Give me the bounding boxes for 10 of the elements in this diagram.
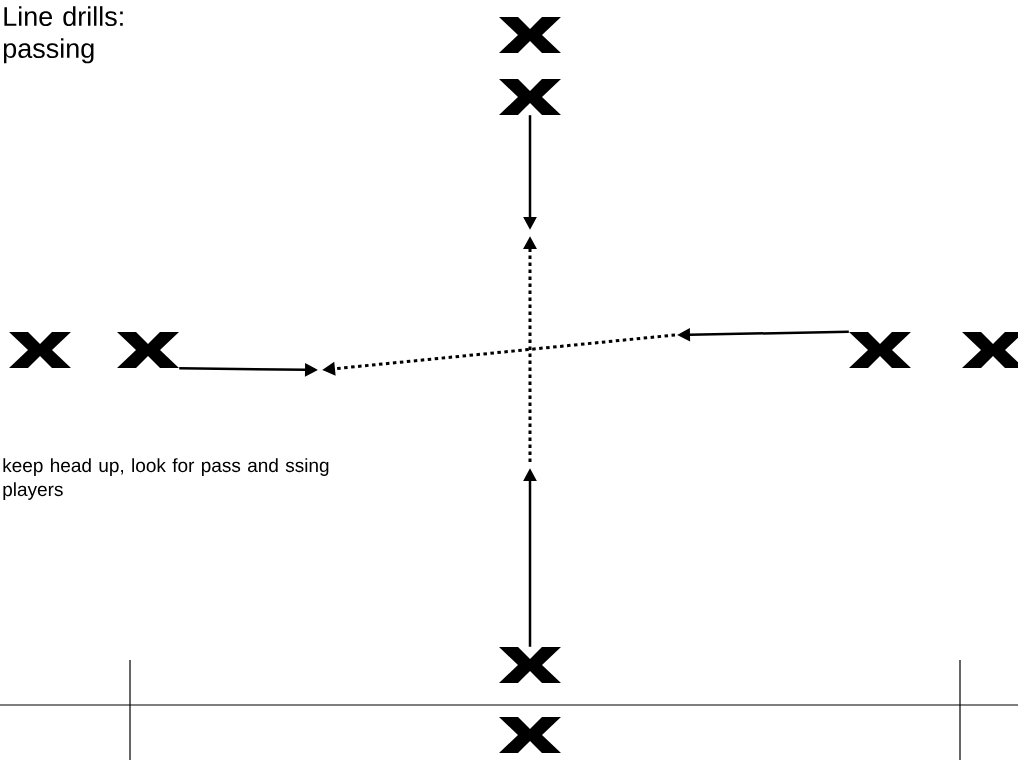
player-cross xyxy=(117,332,179,368)
player-cross xyxy=(962,332,1018,368)
note-text: keep head up, look for pass and ssing players xyxy=(3,458,329,500)
player-cross xyxy=(849,332,911,368)
player-cross xyxy=(499,717,561,753)
player-cross xyxy=(499,79,561,115)
player-cross xyxy=(499,17,561,53)
player-cross xyxy=(9,332,71,368)
player-cross xyxy=(499,647,561,683)
title: Line drills: passing xyxy=(3,6,123,64)
